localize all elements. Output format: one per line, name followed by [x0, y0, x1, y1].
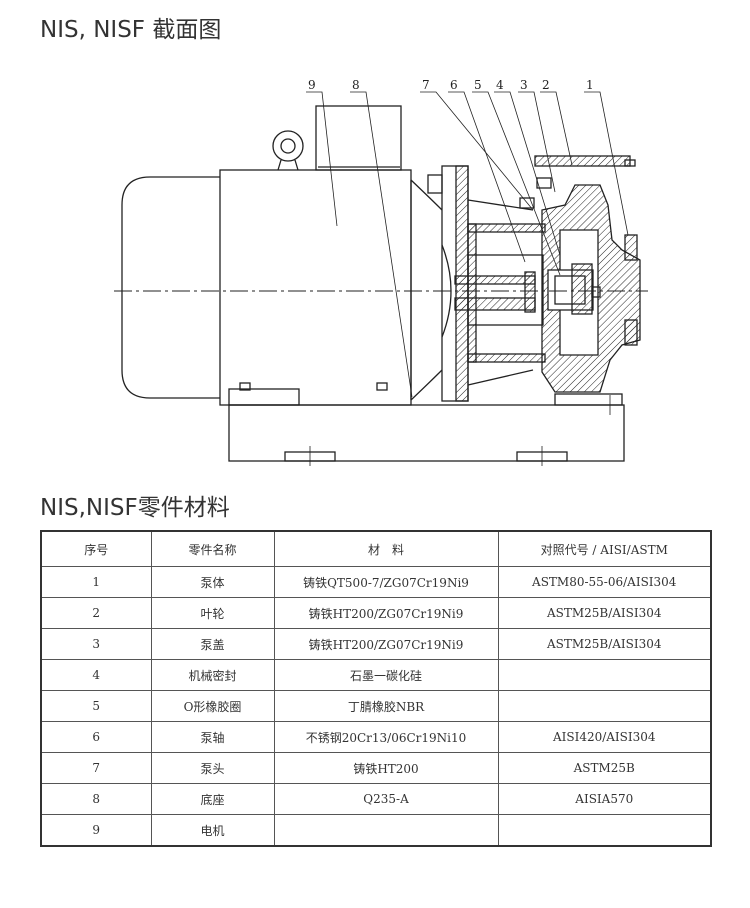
cell-material: 铸铁HT200 [273, 752, 499, 784]
cell-reference-code: ASTM80-55-06/AISI304 [497, 566, 712, 598]
callout-2: 2 [542, 78, 550, 92]
cell-part-name: 底座 [150, 783, 275, 815]
cell-material: 不锈钢20Cr13/06Cr19Ni10 [273, 721, 499, 753]
callout-9: 9 [308, 78, 316, 92]
header-material: 材 料 [273, 530, 499, 567]
cell-material: 铸铁HT200/ZG07Cr19Ni9 [273, 597, 499, 629]
cell-reference-code: AISI420/AISI304 [497, 721, 712, 753]
pump-cross-section-drawing: 9 8 7 6 5 4 3 2 1 [114, 78, 648, 466]
callout-6: 6 [450, 78, 458, 92]
motor-fan-cover [121, 176, 220, 399]
cell-part-name: 机械密封 [150, 659, 275, 691]
cell-reference-code [497, 814, 712, 847]
cell-no: 3 [40, 628, 152, 660]
cell-material [273, 814, 499, 847]
cell-part-name: 泵头 [150, 752, 275, 784]
cell-material: 铸铁QT500-7/ZG07Cr19Ni9 [273, 566, 499, 598]
cell-material: Q235-A [273, 783, 499, 815]
cell-no: 7 [40, 752, 152, 784]
motor-bell [410, 179, 443, 401]
callout-8: 8 [352, 78, 360, 92]
cell-reference-code: AISIA570 [497, 783, 712, 815]
cell-no: 2 [40, 597, 152, 629]
callout-4: 4 [496, 78, 504, 92]
section-title-cross-section: NIS, NISF 截面图 [40, 17, 222, 43]
table-header-row: 序号 零件名称 材 料 对照代号 / AISI/ASTM [40, 530, 712, 567]
cell-reference-code: ASTM25B/AISI304 [497, 597, 712, 629]
cell-part-name: 泵盖 [150, 628, 275, 660]
eye-bolt [272, 130, 304, 162]
cell-no: 9 [40, 814, 152, 847]
motor-body [219, 169, 412, 406]
cell-part-name: 泵体 [150, 566, 275, 598]
outlet-flange [534, 155, 631, 167]
callout-7: 7 [422, 78, 430, 92]
cell-part-name: 电机 [150, 814, 275, 847]
header-no: 序号 [40, 530, 152, 567]
callout-3: 3 [520, 78, 528, 92]
cell-no: 5 [40, 690, 152, 722]
callout-5: 5 [474, 78, 482, 92]
cell-no: 8 [40, 783, 152, 815]
terminal-box [315, 105, 402, 171]
cell-material: 铸铁HT200/ZG07Cr19Ni9 [273, 628, 499, 660]
cell-reference-code [497, 690, 712, 722]
cell-no: 4 [40, 659, 152, 691]
shaft [454, 275, 536, 285]
cell-part-name: 泵轴 [150, 721, 275, 753]
cell-part-name: O形橡胶圈 [150, 690, 275, 722]
cell-no: 1 [40, 566, 152, 598]
header-reference-code: 对照代号 / AISI/ASTM [497, 530, 712, 567]
header-part-name: 零件名称 [150, 530, 275, 567]
cell-material: 石墨一碳化硅 [273, 659, 499, 691]
cell-reference-code [497, 659, 712, 691]
section-title-materials: NIS,NISF零件材料 [40, 495, 230, 521]
cell-no: 6 [40, 721, 152, 753]
cell-part-name: 叶轮 [150, 597, 275, 629]
callout-1: 1 [586, 78, 594, 92]
base [228, 404, 625, 462]
cell-material: 丁腈橡胶NBR [273, 690, 499, 722]
cell-reference-code: ASTM25B/AISI304 [497, 628, 712, 660]
cell-reference-code: ASTM25B [497, 752, 712, 784]
